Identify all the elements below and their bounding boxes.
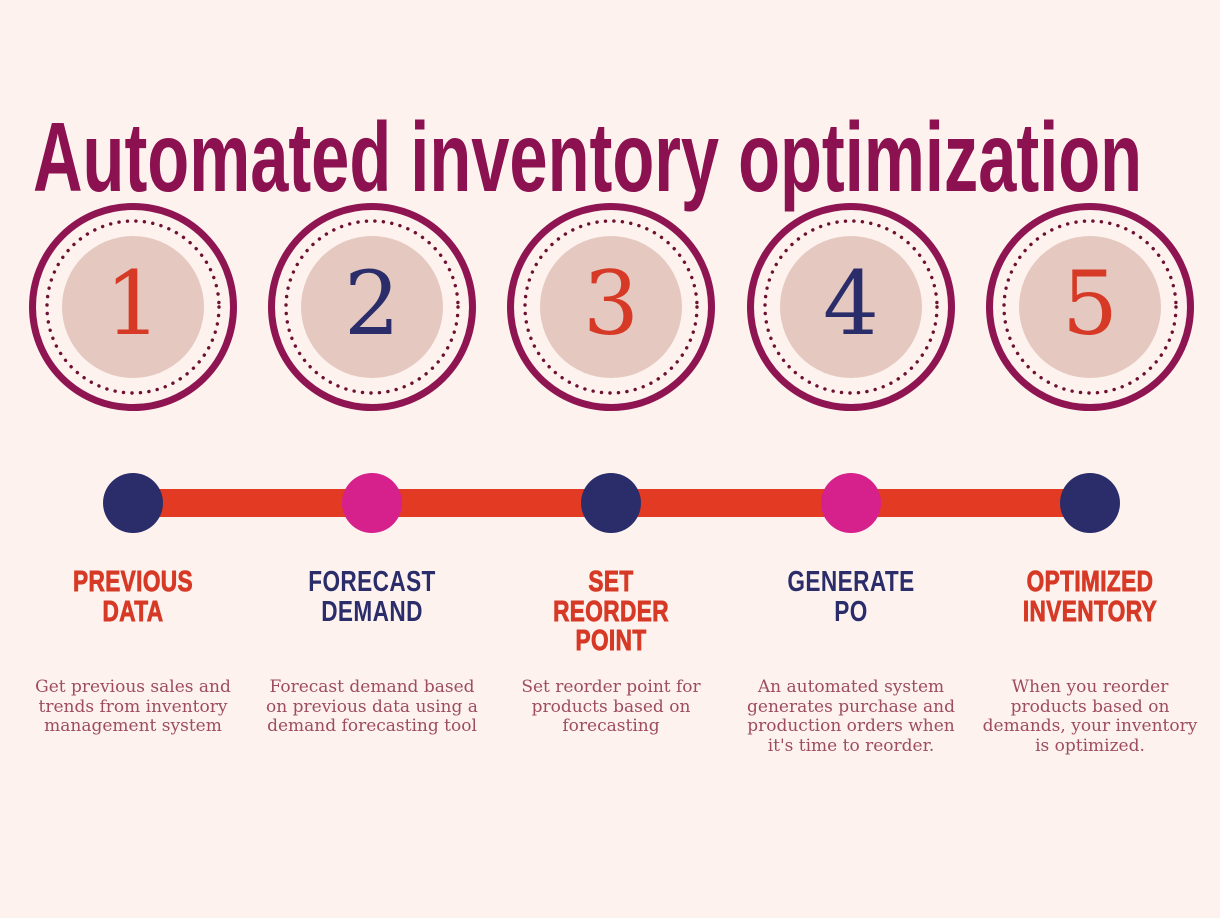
step-description-3: Set reorder point for products based on …	[521, 677, 701, 736]
timeline-dot-5	[1060, 473, 1120, 533]
dotted-ring-icon	[45, 219, 221, 395]
step-label-set-reorder-point: SET REORDER POINT	[553, 566, 669, 658]
step-description-2: Forecast demand based on previous data u…	[266, 677, 478, 736]
badge-inner-circle: 2	[301, 236, 443, 378]
step-number: 5	[1062, 252, 1118, 355]
step-number: 1	[105, 252, 161, 355]
step-badge-1: 1	[29, 203, 237, 411]
step-description-5: When you reorder products based on deman…	[982, 677, 1198, 756]
timeline-dot-4	[821, 473, 881, 533]
step-label-optimized-inventory: OPTIMIZED INVENTORY	[1022, 566, 1158, 628]
step-badge-2: 2	[268, 203, 476, 411]
dotted-ring-icon	[284, 219, 460, 395]
badge-inner-circle: 3	[540, 236, 682, 378]
badge-inner-circle: 4	[780, 236, 922, 378]
dotted-ring-icon	[1002, 219, 1178, 395]
step-description-1: Get previous sales and trends from inven…	[35, 677, 231, 736]
step-label-forecast-demand: FORECAST DEMAND	[308, 566, 436, 628]
step-description-4: An automated system generates purchase a…	[747, 677, 955, 756]
step-badge-3: 3	[507, 203, 715, 411]
step-badge-4: 4	[747, 203, 955, 411]
timeline-dot-1	[103, 473, 163, 533]
badge-inner-circle: 1	[62, 236, 204, 378]
page-title: Automated inventory optimization	[33, 101, 1143, 212]
badge-inner-circle: 5	[1019, 236, 1161, 378]
step-label-generate-po: GENERATE PO	[787, 566, 915, 628]
dotted-ring-icon	[763, 219, 939, 395]
timeline-dot-2	[342, 473, 402, 533]
step-number: 4	[823, 252, 879, 355]
step-badge-5: 5	[986, 203, 1194, 411]
dotted-ring-icon	[523, 219, 699, 395]
timeline-dot-3	[581, 473, 641, 533]
step-label-previous-data: PREVIOUS DATA	[72, 566, 194, 628]
step-number: 2	[344, 252, 400, 355]
step-number: 3	[583, 252, 639, 355]
